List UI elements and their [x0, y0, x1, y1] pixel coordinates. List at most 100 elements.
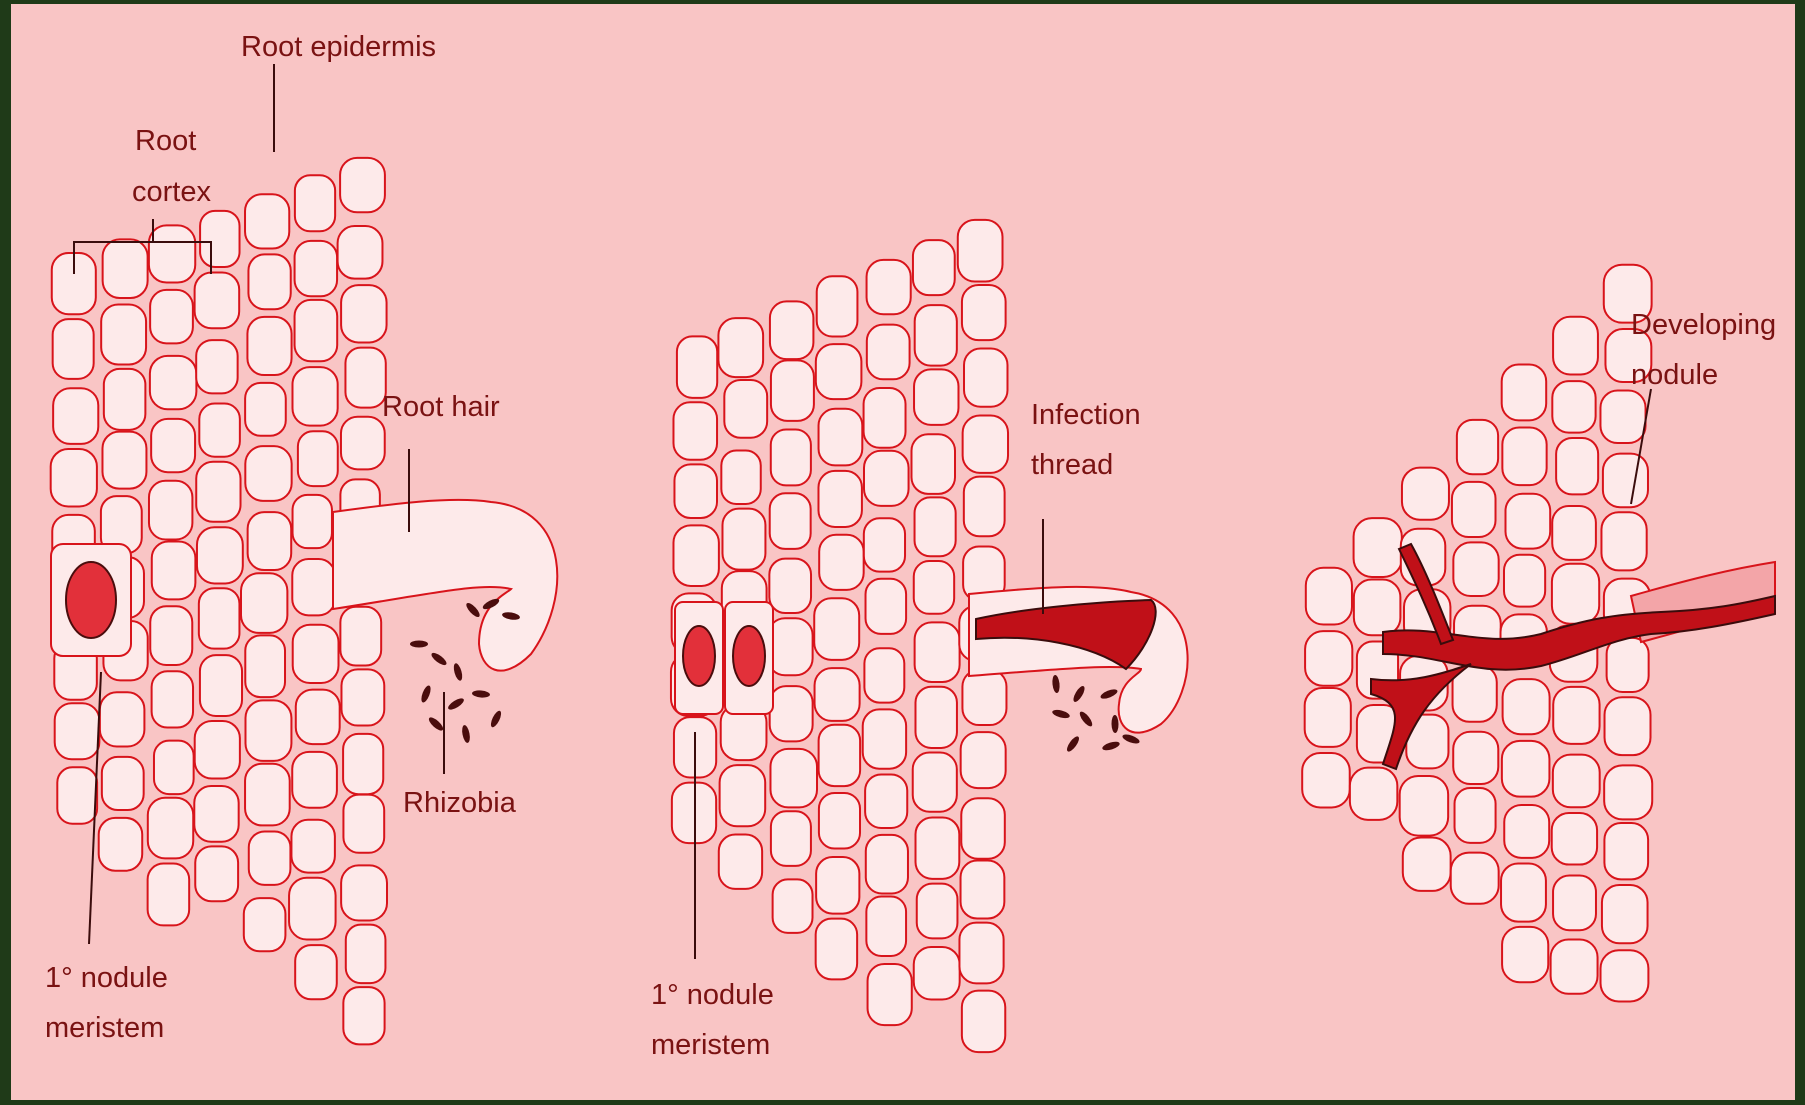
panel-1-cell-77: [341, 865, 387, 920]
rhizobium-3: [420, 684, 433, 703]
panel-1-cell-48: [245, 635, 285, 697]
label-root-cortex-line2: cortex: [132, 176, 211, 208]
panel-2-cell-49: [868, 964, 912, 1025]
panel-3-cell-16: [1457, 420, 1498, 474]
panel-2-cell-53: [911, 434, 955, 494]
panel-1-cell-55: [295, 300, 338, 361]
panel-1-cell-17: [102, 757, 144, 810]
panel-3-cell-21: [1453, 732, 1498, 784]
panel-2-cell-38: [867, 260, 911, 314]
rhizobium-2: [452, 662, 464, 681]
panel-1-cell-25: [150, 606, 192, 665]
panel-3-cell-38: [1552, 564, 1599, 624]
panel-1-cell-65: [295, 945, 337, 999]
label-developing-nodule-line1: Developing: [1631, 309, 1776, 341]
diagram-sheet: Root epidermis Root cortex Root hair Rhi…: [11, 4, 1795, 1100]
panel-2-cell-43: [866, 579, 907, 634]
panel-1-cell-47: [241, 573, 287, 633]
rhizobium-1: [430, 651, 449, 667]
panel-2-cell-31: [819, 535, 863, 590]
panel-2-cell-62: [958, 220, 1003, 282]
panel-1-cell-64: [289, 878, 336, 940]
panel-1-cell-28: [148, 798, 193, 859]
panel-1-cell-22: [151, 419, 195, 472]
panel-3-cell-43: [1553, 876, 1596, 931]
panel-1-cell-43: [247, 317, 291, 375]
panel-1-cell-68: [341, 285, 386, 342]
panel-2-cell-70: [961, 732, 1006, 788]
panel-2-cell-26: [773, 879, 813, 932]
panel-3-cell-18: [1453, 542, 1498, 596]
panel-3-cell-15: [1403, 838, 1451, 891]
panel-2-cell-72: [961, 861, 1005, 919]
panel-3-cell-5: [1354, 579, 1401, 635]
label-root-epidermis: Root epidermis: [241, 31, 436, 63]
panel-3-cell-8: [1350, 768, 1397, 820]
panel-2-cell-50: [913, 240, 955, 295]
panel-2-cell-55: [914, 561, 954, 614]
panel-1-cell-16: [100, 692, 145, 746]
label-root-cortex-line1: Root: [135, 125, 196, 157]
panel-1-cell-30: [200, 211, 239, 267]
panel-3-cell-17: [1452, 482, 1496, 537]
panel-2-cell-45: [863, 709, 906, 768]
panel-3-cell-37: [1552, 506, 1596, 560]
panel-3-cell-40: [1553, 687, 1599, 744]
panel-2-cell-25: [771, 811, 811, 866]
panel-1-cell-39: [194, 786, 238, 842]
panel-1-cell-20: [150, 290, 193, 343]
panel-3-cell-4: [1354, 518, 1402, 577]
panel-1-cell-78: [346, 925, 386, 983]
rhizobium-8: [489, 709, 503, 728]
panel-3-cell-22: [1455, 788, 1496, 843]
panel-3-cell-54: [1604, 823, 1648, 879]
panel-1-cell-46: [248, 512, 292, 570]
panel-1-cell-21: [150, 356, 197, 409]
panel-1-cell-42: [248, 254, 290, 309]
panel-2-cell-9: [724, 380, 767, 438]
rhizobium-15: [1051, 708, 1070, 719]
panel-2-cell-24: [770, 749, 817, 808]
panel-1-cell-54: [295, 241, 337, 296]
panel-1-cell-41: [245, 194, 289, 248]
panel-2-cell-11: [722, 509, 765, 570]
panel-2-cell-35: [819, 793, 860, 849]
panel-2-cell-74: [962, 991, 1005, 1053]
panel-2-cell-42: [864, 518, 905, 571]
label-root-hair: Root hair: [382, 391, 500, 423]
rhizobium-20: [1121, 733, 1140, 746]
panel-1-cell-50: [245, 764, 290, 826]
panel-2-cell-8: [718, 318, 763, 377]
panel-1-cell-45: [245, 446, 291, 501]
panel-2-cell-52: [914, 369, 958, 424]
panel-1-cell-9: [103, 239, 148, 298]
rhizobium-13: [1071, 684, 1086, 703]
label-meristem-1-line2: meristem: [45, 1012, 164, 1044]
panel-1-cell-7: [55, 703, 100, 759]
rhizobium-16: [1078, 710, 1095, 728]
panel-2-cell-48: [866, 897, 906, 956]
panel-3-cell-52: [1605, 697, 1651, 755]
panel-2-cell-56: [915, 622, 960, 682]
label-meristem-2-line1: 1° nodule: [651, 979, 774, 1011]
panel-1-cell-2: [53, 388, 98, 444]
panel-2-cell-57: [915, 687, 956, 748]
panel-2-cell-0: [677, 336, 717, 397]
panel-1-cell-11: [104, 369, 146, 430]
label-meristem-1-line1: 1° nodule: [45, 962, 168, 994]
panel-2-cell-16: [719, 835, 762, 889]
panel-2-cell-23: [770, 686, 813, 741]
rhizobium-5: [472, 690, 491, 699]
panel-2-cell-36: [816, 857, 859, 914]
panel-2-cell-60: [917, 884, 958, 939]
panel-2-cell-15: [720, 765, 766, 826]
panel-2-cell-46: [865, 774, 907, 828]
panel-2-cell-39: [867, 325, 910, 380]
panel-2-cell-37: [816, 919, 857, 980]
panel-1-cell-33: [199, 404, 240, 457]
panel-3-cell-32: [1501, 864, 1546, 922]
rhizobium-4: [447, 696, 466, 711]
panel-3-cell-14: [1400, 776, 1448, 836]
panel-3-cell-53: [1604, 765, 1652, 819]
